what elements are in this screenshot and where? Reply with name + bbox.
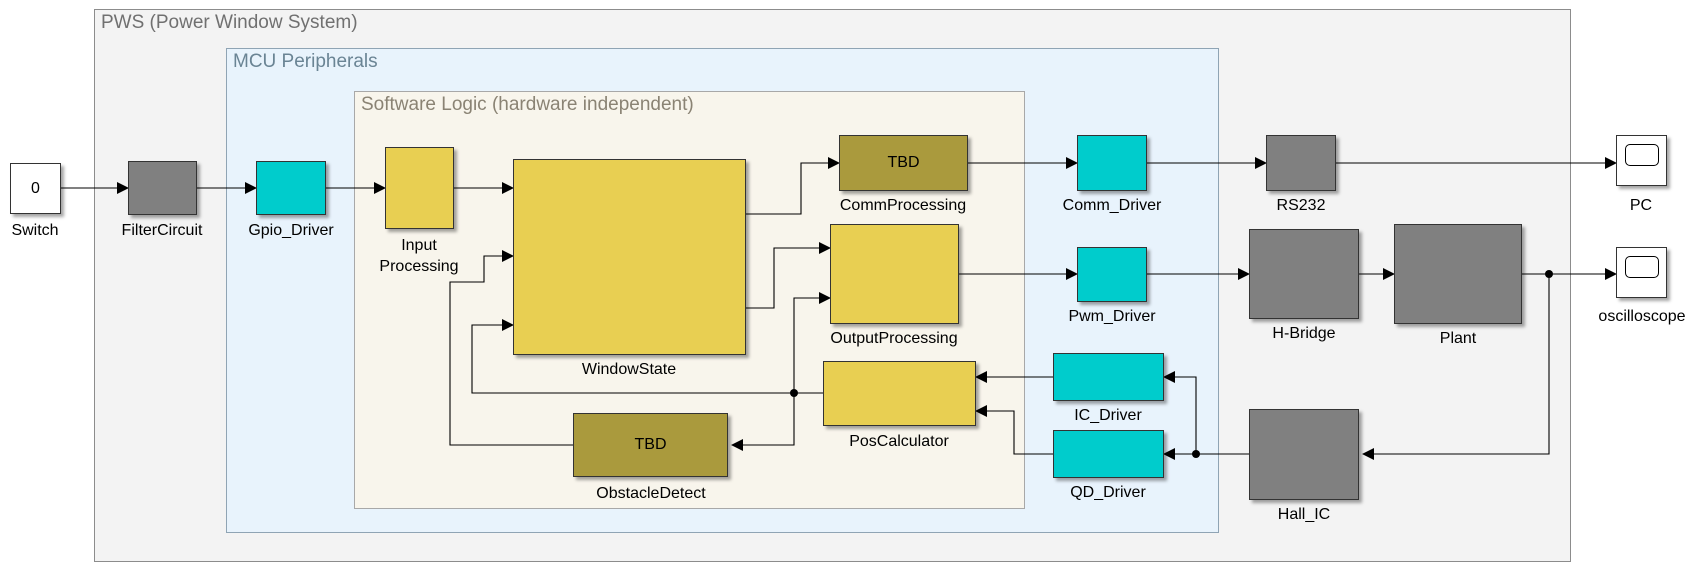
comm-driver-block[interactable] <box>1077 135 1147 191</box>
ic-driver-block[interactable] <box>1053 353 1164 401</box>
pws-subsystem-title: PWS (Power Window System) <box>101 12 358 33</box>
pwm-driver-block[interactable] <box>1077 247 1147 302</box>
output-processing-label: OutputProcessing <box>830 330 958 347</box>
wire-poscalc-output2 <box>793 292 831 393</box>
qd-driver-block[interactable] <box>1053 430 1164 478</box>
pos-calculator-label: PosCalculator <box>849 433 949 450</box>
gpio-driver-label: Gpio_Driver <box>248 222 334 239</box>
pos-calculator-block[interactable] <box>823 361 976 426</box>
h-bridge-block[interactable] <box>1249 229 1359 319</box>
switch-label: Switch <box>11 222 59 239</box>
mcu-peripherals-title: MCU Peripherals <box>233 51 378 72</box>
switch-block[interactable]: 0 <box>10 163 61 214</box>
hall-ic-block[interactable] <box>1249 409 1359 500</box>
rs232-label: RS232 <box>1276 197 1326 214</box>
obstacle-detect-text: TBD <box>634 436 667 453</box>
h-bridge-label: H-Bridge <box>1272 325 1336 342</box>
plant-block[interactable] <box>1394 224 1522 324</box>
pc-label: PC <box>1629 197 1653 214</box>
oscilloscope-icon <box>1624 256 1659 278</box>
comm-driver-label: Comm_Driver <box>1062 197 1162 214</box>
output-processing-block[interactable] <box>830 224 959 324</box>
branch-point-hallic <box>1192 450 1200 458</box>
plant-label: Plant <box>1439 330 1477 347</box>
input-processing-label: Input Processing <box>379 237 459 275</box>
obstacle-detect-block[interactable]: TBD <box>573 413 728 477</box>
wire-window-comm <box>746 157 840 215</box>
qd-driver-label: QD_Driver <box>1070 484 1146 501</box>
input-processing-block[interactable] <box>385 147 454 229</box>
ic-driver-label: IC_Driver <box>1074 407 1142 424</box>
obstacle-detect-label: ObstacleDetect <box>596 485 706 502</box>
filter-circuit-block[interactable] <box>128 161 197 215</box>
wire-obstacle-window <box>449 250 573 446</box>
branch-point-plant <box>1545 270 1553 278</box>
gpio-driver-block[interactable] <box>256 161 326 215</box>
pc-scope-icon <box>1624 144 1659 166</box>
wire-poscalc-obstacle <box>731 393 795 451</box>
switch-value: 0 <box>31 179 40 197</box>
software-logic-title: Software Logic (hardware independent) <box>361 94 694 115</box>
pc-scope-block[interactable] <box>1616 135 1667 186</box>
hall-ic-label: Hall_IC <box>1277 506 1331 523</box>
filter-circuit-label: FilterCircuit <box>121 222 203 239</box>
wire-window-output1 <box>746 242 831 309</box>
oscilloscope-block[interactable] <box>1616 247 1667 298</box>
pwm-driver-label: Pwm_Driver <box>1068 308 1156 325</box>
comm-processing-block[interactable]: TBD <box>839 135 968 191</box>
window-state-block[interactable] <box>513 159 746 355</box>
wire-poscalc-window <box>471 319 823 394</box>
wire-qd-poscalc <box>975 405 1053 455</box>
wire-plant-hallic <box>1362 274 1550 460</box>
wire-hallic-ic <box>1163 371 1197 454</box>
branch-point-poscalc <box>790 389 798 397</box>
window-state-label: WindowState <box>581 361 677 378</box>
rs232-block[interactable] <box>1266 135 1336 191</box>
oscilloscope-label: oscilloscope <box>1598 308 1686 325</box>
comm-processing-text: TBD <box>887 154 920 171</box>
comm-processing-label: CommProcessing <box>839 197 967 214</box>
